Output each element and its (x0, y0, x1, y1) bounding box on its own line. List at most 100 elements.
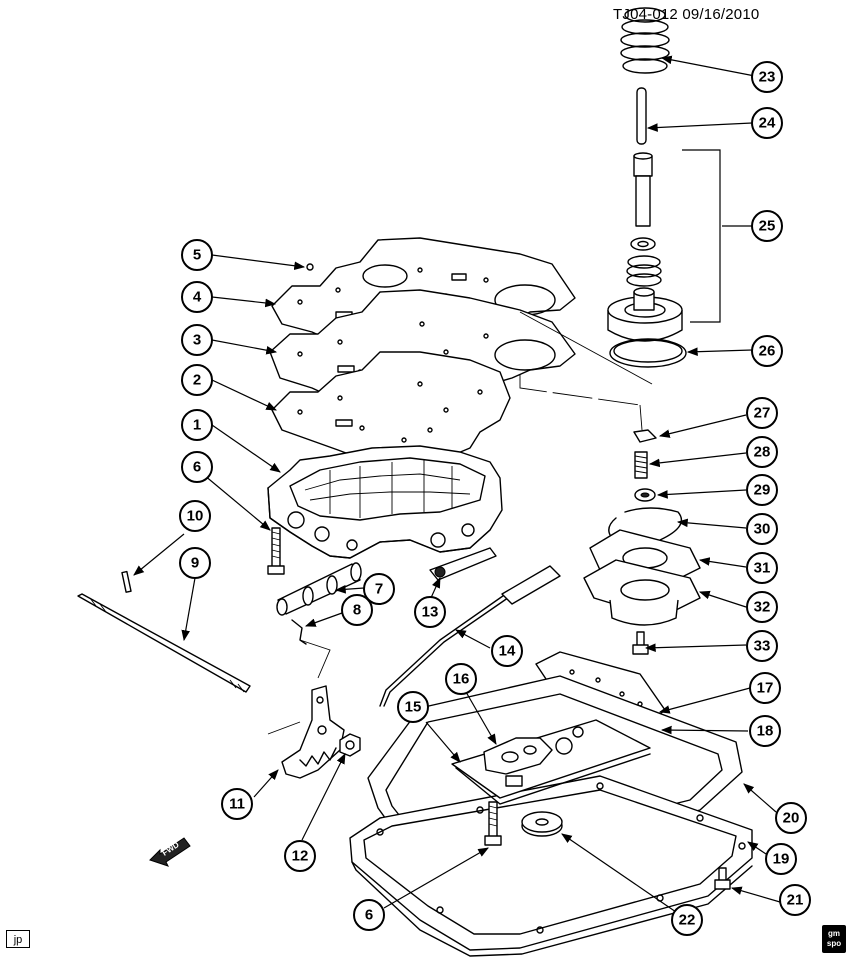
svg-text:6: 6 (365, 907, 373, 924)
svg-text:1: 1 (193, 417, 201, 434)
callout-6-lower: 6 (353, 899, 385, 931)
svg-text:23: 23 (759, 69, 776, 86)
svg-text:2: 2 (193, 372, 201, 389)
callout-13: 13 (414, 596, 446, 628)
svg-text:7: 7 (375, 581, 383, 598)
part-accumulator-piston-25 (607, 152, 683, 342)
svg-text:32: 32 (754, 599, 771, 616)
callout-17: 17 (749, 672, 781, 704)
svg-text:6: 6 (193, 459, 201, 476)
part-link-8 (291, 619, 307, 645)
svg-text:9: 9 (191, 555, 199, 572)
leader-lines (133, 55, 781, 913)
callout-27: 27 (746, 397, 778, 429)
callout-33: 33 (746, 630, 778, 662)
callout-21: 21 (779, 884, 811, 916)
callout-18: 18 (749, 715, 781, 747)
illustrator-initials-box: jp (6, 930, 30, 948)
callout-28: 28 (746, 436, 778, 468)
callout-8: 8 (341, 594, 373, 626)
svg-text:29: 29 (754, 482, 771, 499)
svg-text:21: 21 (787, 892, 804, 909)
bracket-25 (682, 149, 721, 323)
svg-text:5: 5 (193, 247, 201, 264)
callout-4: 4 (181, 281, 213, 313)
part-pin-10 (121, 570, 132, 593)
svg-text:19: 19 (773, 851, 790, 868)
callout-29: 29 (746, 474, 778, 506)
fwd-direction-arrow: FWD (149, 837, 191, 867)
part-nut-12 (339, 733, 361, 757)
callout-25: 25 (751, 210, 783, 242)
part-magnet-22 (521, 811, 563, 837)
svg-text:28: 28 (754, 444, 771, 461)
part-pin-24 (636, 87, 647, 145)
callout-10: 10 (179, 500, 211, 532)
part-filter-seal-16 (483, 726, 584, 787)
callout-7: 7 (363, 573, 395, 605)
svg-text:8: 8 (353, 602, 361, 619)
callout-5: 5 (181, 239, 213, 271)
part-spring-28 (634, 451, 648, 479)
svg-text:3: 3 (193, 332, 201, 349)
callout-3: 3 (181, 324, 213, 356)
svg-text:20: 20 (783, 810, 800, 827)
callout-9: 9 (179, 547, 211, 579)
callout-15: 15 (397, 691, 429, 723)
callout-20: 20 (775, 802, 807, 834)
svg-text:13: 13 (422, 604, 439, 621)
part-bolt-21 (714, 867, 731, 890)
svg-text:12: 12 (292, 848, 309, 865)
part-detent-lever-11 (281, 685, 345, 779)
svg-text:26: 26 (759, 343, 776, 360)
svg-text:27: 27 (754, 405, 771, 422)
svg-text:14: 14 (499, 643, 516, 660)
callout-1: 1 (181, 409, 213, 441)
part-spring-23 (620, 7, 670, 74)
part-washer-29 (634, 488, 656, 502)
svg-text:30: 30 (754, 521, 771, 538)
callout-24: 24 (751, 107, 783, 139)
svg-text:33: 33 (754, 638, 771, 655)
svg-text:31: 31 (754, 560, 771, 577)
alignment-line-a (519, 311, 653, 385)
callout-11: 11 (221, 788, 253, 820)
svg-text:25: 25 (759, 218, 776, 235)
callout-16: 16 (445, 663, 477, 695)
part-valve-7 (276, 562, 362, 616)
part-seal-ring-26 (609, 338, 687, 368)
diagram-reference-label: TJ04-012 09/16/2010 (613, 6, 760, 23)
callout-30: 30 (746, 513, 778, 545)
callout-19: 19 (765, 843, 797, 875)
part-clip-13 (429, 547, 497, 581)
callout-22: 22 (671, 904, 703, 936)
svg-text:11: 11 (229, 796, 245, 813)
callout-2: 2 (181, 364, 213, 396)
part-gasket-2 (271, 351, 511, 463)
part-oil-pan-19 (349, 775, 753, 957)
callout-31: 31 (746, 552, 778, 584)
svg-text:4: 4 (193, 289, 202, 306)
part-pin-27 (633, 429, 657, 443)
svg-text:24: 24 (759, 115, 776, 132)
alignment-line-c (639, 404, 643, 431)
part-bolt-33 (632, 631, 649, 655)
part-cable-14 (379, 565, 561, 707)
svg-text:16: 16 (453, 671, 470, 688)
svg-text:18: 18 (757, 723, 774, 740)
part-cover-32 (583, 559, 701, 626)
callout-23: 23 (751, 61, 783, 93)
part-bolt-6-upper (267, 527, 285, 575)
part-filter-15 (451, 719, 651, 805)
part-shaft-9 (77, 593, 251, 693)
callout-12: 12 (284, 840, 316, 872)
callout-26: 26 (751, 335, 783, 367)
alignment-line-b (519, 375, 641, 406)
svg-text:15: 15 (405, 699, 422, 716)
part-ball-5 (306, 263, 314, 271)
svg-text:22: 22 (679, 912, 696, 929)
callout-14: 14 (491, 635, 523, 667)
part-valve-body-1 (267, 445, 503, 559)
